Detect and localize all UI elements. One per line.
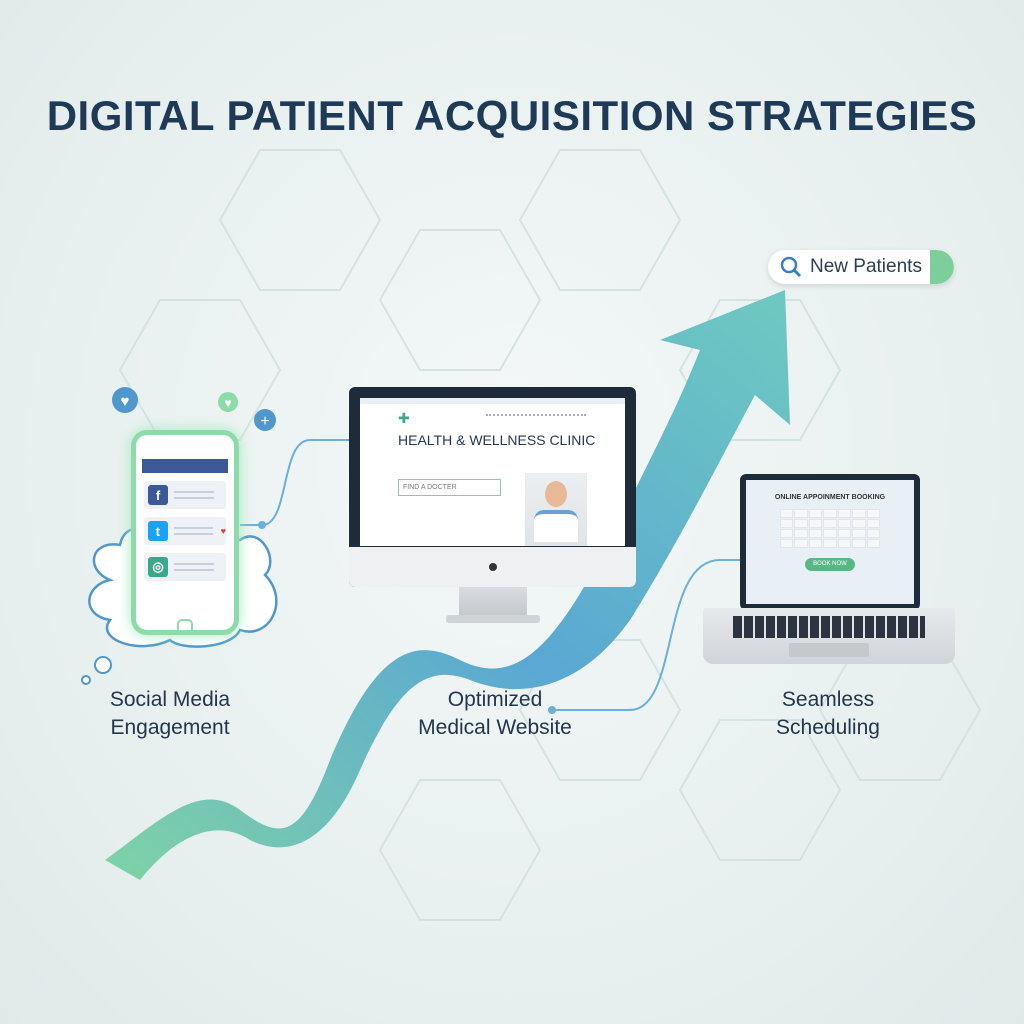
- power-dot: [488, 563, 497, 571]
- search-icon: [780, 256, 802, 278]
- heart-icon: ♥: [220, 526, 226, 536]
- laptop: ONLINE APPOINMENT BOOKING BOOK NOW: [740, 474, 920, 610]
- svg-text:♥: ♥: [224, 396, 231, 410]
- post-facebook: f: [144, 481, 226, 509]
- connector-lines: [240, 439, 740, 711]
- website-heading: HEALTH & WELLNESS CLINIC: [398, 432, 596, 448]
- medical-cross-logo: ✚: [398, 410, 410, 426]
- search-bar[interactable]: New Patients: [768, 250, 954, 284]
- svg-text:+: +: [260, 413, 269, 430]
- heart-icon: ♥: [218, 392, 238, 412]
- plus-icon: +: [254, 409, 276, 431]
- heart-icon: ♥: [112, 387, 138, 413]
- home-button: [177, 619, 193, 635]
- hexagon-pattern: [118, 149, 982, 921]
- laptop-keyboard: [703, 608, 955, 664]
- facebook-icon: f: [148, 485, 168, 505]
- monitor-stand: [459, 587, 527, 617]
- booking-heading: ONLINE APPOINMENT BOOKING: [774, 494, 886, 501]
- svg-text:♥: ♥: [121, 393, 130, 410]
- clinic-website: ✚ HEALTH & WELLNESS CLINIC FIND A DOCTER: [360, 398, 625, 546]
- page-title: DIGITAL PATIENT ACQUISITION STRATEGIES: [46, 92, 978, 139]
- booking-screen: ONLINE APPOINMENT BOOKING BOOK NOW: [746, 480, 914, 604]
- calendar[interactable]: [780, 509, 880, 548]
- book-now-button[interactable]: BOOK NOW: [805, 558, 855, 571]
- twitter-icon: t: [148, 521, 168, 541]
- growth-arrow-ribbon: [105, 290, 790, 880]
- nav-menu[interactable]: [486, 414, 586, 417]
- profile-bar: [142, 459, 228, 473]
- doctor-photo: [525, 473, 587, 546]
- find-doctor-input[interactable]: FIND A DOCTER: [398, 479, 501, 496]
- instagram-icon: ◎: [148, 557, 168, 577]
- monitor-base: [446, 615, 540, 623]
- post-instagram: ◎: [144, 553, 226, 581]
- post-twitter: t♥: [144, 517, 226, 545]
- desktop-monitor: ✚ HEALTH & WELLNESS CLINIC FIND A DOCTER: [349, 387, 636, 587]
- smartphone: f t♥ ◎: [131, 430, 239, 635]
- search-text: New Patients: [810, 256, 922, 277]
